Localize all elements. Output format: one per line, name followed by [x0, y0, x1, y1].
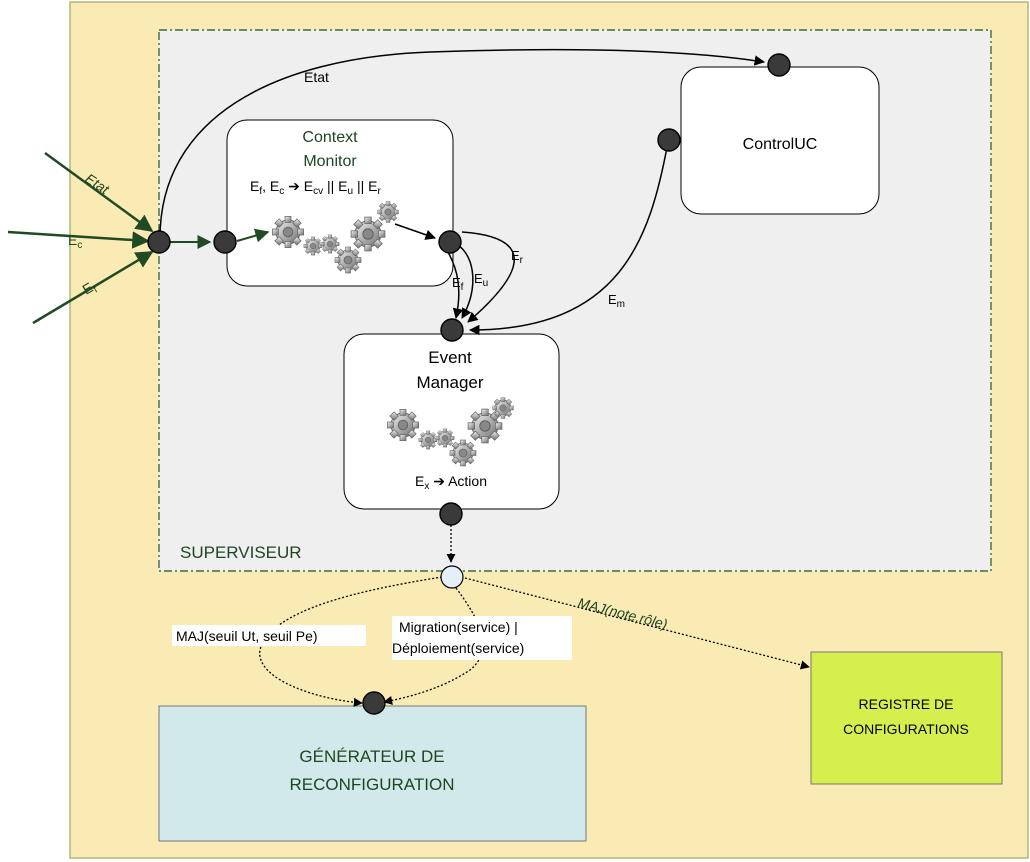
generator-box [158, 705, 587, 842]
monitor-to-gears-arrow [236, 228, 270, 243]
registry-label-2: CONFIGURATIONS [843, 721, 969, 737]
er-output-arrow [461, 231, 515, 323]
generator-label-1: GÉNÉRATEUR DE [299, 747, 444, 766]
event-manager-input-node [440, 318, 464, 342]
context-monitor-input-node [213, 230, 237, 254]
context-monitor-output-node [438, 230, 462, 254]
control-uc-label: ControlUC [743, 136, 818, 153]
maj-seuil-label-bg [172, 625, 366, 646]
em-label: Em [608, 292, 625, 310]
etat-arc-label: Etat [304, 69, 329, 85]
controluc-input-node [767, 53, 791, 77]
controluc-output-node [657, 128, 681, 152]
context-monitor-rule: Ef, Ec ➔ Ecv || Eu || Er [250, 178, 381, 197]
migration-label-2: Déploiement(service) [392, 640, 524, 656]
event-manager-title-2: Manager [416, 373, 483, 392]
input-junction-node [147, 230, 171, 254]
gears-to-output-arrow [394, 223, 436, 240]
registry-label-1: REGISTRE DE [859, 696, 954, 712]
hub-to-generator-left-arrow [259, 576, 443, 707]
registry-box [810, 651, 1003, 785]
ec-input-arrow [7, 230, 150, 249]
hub-to-generator-right-arrow [383, 587, 484, 705]
migration-label-1: Migration(service) | [399, 619, 518, 635]
event-manager-title-1: Event [428, 348, 472, 367]
eu-output-arrow [457, 244, 474, 319]
ef-input-arrow [32, 250, 154, 325]
context-monitor-box [226, 119, 454, 287]
event-manager-rule: Ex ➔ Action [415, 473, 487, 492]
ef-output-label: Ef [452, 275, 464, 293]
etat-input-arrow [44, 151, 154, 233]
dispatch-hub-node [440, 565, 464, 589]
generator-input-node [362, 691, 386, 715]
eu-output-label: Eu [474, 271, 488, 289]
hub-to-registry-arrow [464, 577, 810, 670]
event-manager-output-node [439, 502, 463, 526]
supervisor-label: SUPERVISEUR [180, 543, 302, 562]
context-monitor-title-1: Context [302, 129, 358, 146]
em-arrow [468, 141, 669, 336]
migration-label-bg [392, 616, 572, 660]
er-output-label: Er [511, 248, 524, 266]
ec-input-label: Ec [68, 232, 82, 251]
ef-output-arrow [447, 251, 464, 320]
etat-to-controluc-arrow [159, 48, 766, 239]
context-monitor-title-2: Monitor [303, 153, 357, 170]
generator-label-2: RECONFIGURATION [290, 775, 455, 794]
maj-seuil-label: MAJ(seuil Ut, seuil Pe) [176, 628, 318, 644]
